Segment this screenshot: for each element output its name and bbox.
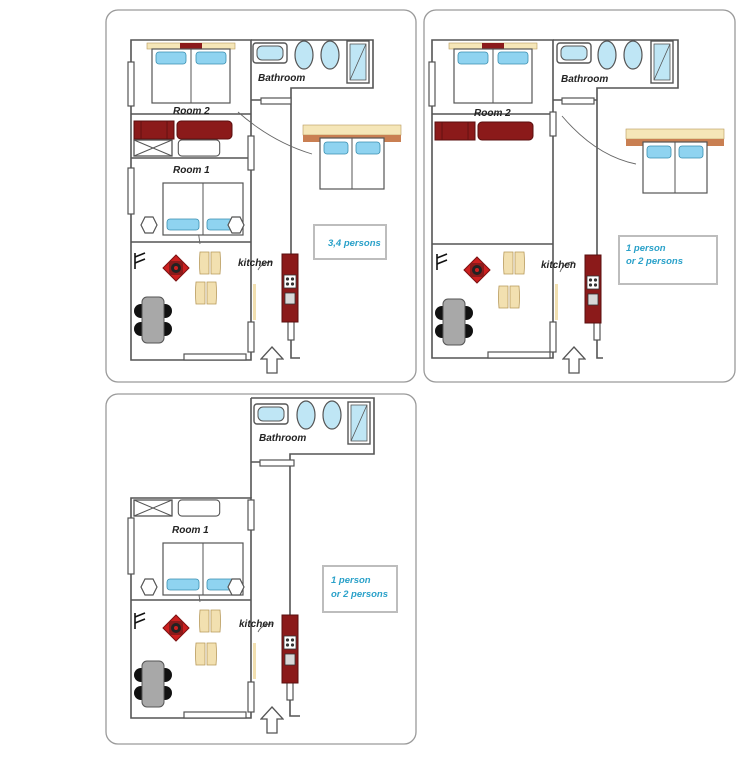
nightstand-icon (140, 578, 158, 596)
sink-icon (320, 40, 340, 70)
caption-line: or 2 persons (626, 256, 683, 267)
kitchen-counter-icon (584, 254, 602, 324)
partition (253, 643, 256, 679)
sink-icon (294, 40, 314, 70)
caption-line: or 2 persons (331, 589, 388, 600)
room-label-kitchen: kitchen (239, 619, 274, 630)
sofa-icon (133, 120, 233, 140)
caption-line: 1 person (626, 243, 666, 254)
room-label-bathroom: Bathroom (259, 433, 306, 444)
sink-icon (623, 40, 643, 70)
room-label-room2: Room 2 (173, 106, 210, 117)
nightstand-icon (227, 578, 245, 596)
sink-icon (322, 400, 342, 430)
nightstand-icon (227, 216, 245, 234)
double-bed-icon (146, 42, 236, 104)
double-bed-icon (448, 42, 538, 104)
floor-plan-2: Bathroom Room 2 kitchen 1 person or 2 pe… (423, 9, 736, 383)
plan-card (105, 393, 417, 745)
room-label-kitchen: kitchen (541, 260, 576, 271)
bathtub-icon (252, 42, 288, 64)
shower-icon (346, 40, 370, 84)
shower-icon (347, 401, 371, 445)
floor-plan-1: Bathroom Room 2 Room 1 kitchen 3,4 perso… (105, 9, 417, 383)
walls (130, 39, 374, 361)
shower-icon (650, 40, 674, 84)
room-label-room1: Room 1 (173, 165, 210, 176)
partition (253, 284, 256, 320)
kitchen-counter-icon (281, 614, 299, 684)
occupancy-caption: 1 person or 2 persons (322, 565, 398, 613)
partition (555, 284, 558, 320)
floor-plan-3: Bathroom Room 1 kitchen 1 person or 2 pe… (105, 393, 417, 745)
sofa-icon (177, 499, 221, 517)
walls (431, 39, 679, 359)
occupancy-caption: 3,4 persons (313, 224, 387, 260)
room-label-room1: Room 1 (172, 525, 209, 536)
caption-box (322, 565, 398, 613)
occupancy-caption: 1 person or 2 persons (618, 235, 718, 285)
room-label-bathroom: Bathroom (561, 74, 608, 85)
kitchen-counter-icon (281, 253, 299, 323)
door-swing-lines (559, 115, 637, 273)
room-label-room2: Room 2 (474, 108, 511, 119)
caption-box (313, 224, 387, 260)
caption-line: 1 person (331, 575, 371, 586)
caption-box (618, 235, 718, 285)
bathtub-icon (556, 42, 592, 64)
sink-icon (296, 400, 316, 430)
caption-line: 3,4 persons (328, 238, 381, 249)
sofa-icon (177, 139, 221, 157)
wardrobe-icon (133, 499, 173, 517)
wall-openings (127, 61, 295, 361)
sofa-icon (434, 121, 534, 141)
room-label-kitchen: kitchen (238, 258, 273, 269)
sink-icon (597, 40, 617, 70)
room-label-bathroom: Bathroom (258, 73, 305, 84)
nightstand-icon (140, 216, 158, 234)
wardrobe-icon (133, 139, 173, 157)
bathtub-icon (253, 403, 289, 425)
